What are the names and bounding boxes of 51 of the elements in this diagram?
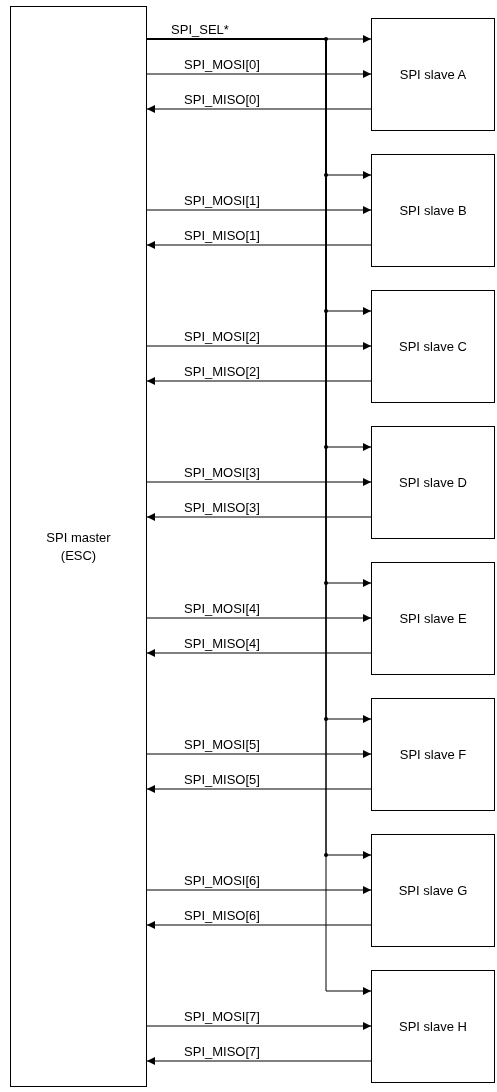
node-label: SPI slave H <box>399 1017 467 1036</box>
signal-label: SPI_MOSI[0] <box>184 57 260 72</box>
arrow <box>146 750 372 758</box>
signal-label: SPI_MISO[4] <box>184 636 260 651</box>
signal-label: SPI_MISO[5] <box>184 772 260 787</box>
signal-label: SPI_MISO[0] <box>184 92 260 107</box>
node-label: SPI slave F <box>399 745 467 764</box>
signal-label: SPI_MISO[6] <box>184 908 260 923</box>
arrow <box>146 921 372 929</box>
arrow <box>146 614 372 622</box>
slave-box <box>371 698 495 811</box>
arrow <box>146 377 372 385</box>
arrow <box>146 105 372 113</box>
node-label: SPI slave E <box>399 609 467 628</box>
signal-label: SPI_MOSI[2] <box>184 329 260 344</box>
signal-label: SPI_MISO[1] <box>184 228 260 243</box>
slave-box <box>371 426 495 539</box>
arrow <box>146 206 372 214</box>
slave-box <box>371 154 495 267</box>
signal-label: SPI_MOSI[6] <box>184 873 260 888</box>
arrow <box>146 342 372 350</box>
slave-box <box>371 290 495 403</box>
signal-label: SPI_MOSI[7] <box>184 1009 260 1024</box>
arrow <box>146 886 372 894</box>
signal-label: SPI_MOSI[3] <box>184 465 260 480</box>
arrow <box>146 1022 372 1030</box>
node-label: SPI master (ESC) <box>45 528 112 565</box>
signal-label: SPI_MISO[7] <box>184 1044 260 1059</box>
node-label: SPI slave A <box>399 65 467 84</box>
signal-label: SPI_MOSI[4] <box>184 601 260 616</box>
arrow <box>146 241 372 249</box>
arrow <box>146 513 372 521</box>
node-label: SPI slave G <box>398 881 468 900</box>
signal-label: SPI_SEL* <box>171 22 229 37</box>
slave-box <box>371 970 495 1083</box>
signal-label: SPI_MISO[3] <box>184 500 260 515</box>
signal-label: SPI_MISO[2] <box>184 364 260 379</box>
arrow <box>146 478 372 486</box>
arrow <box>146 70 372 78</box>
node-label: SPI slave D <box>399 473 467 492</box>
signal-label: SPI_MOSI[5] <box>184 737 260 752</box>
slave-box <box>371 834 495 947</box>
arrow <box>146 649 372 657</box>
master-box <box>10 6 147 1087</box>
arrow <box>146 1057 372 1065</box>
arrow <box>146 785 372 793</box>
node-label: SPI slave C <box>399 337 467 356</box>
slave-box <box>371 562 495 675</box>
slave-box <box>371 18 495 131</box>
signal-label: SPI_MOSI[1] <box>184 193 260 208</box>
node-label: SPI slave B <box>399 201 467 220</box>
